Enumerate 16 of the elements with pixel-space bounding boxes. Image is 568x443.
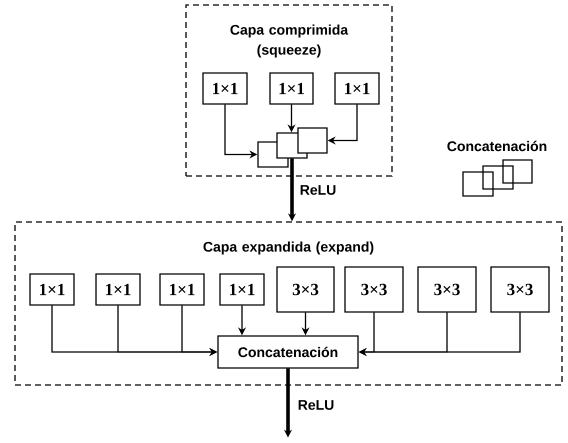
filter-box: 1×1	[269, 72, 314, 105]
filter-box: 1×1	[202, 72, 248, 105]
feature-map-box	[297, 127, 328, 154]
legend-label: Concatenación	[447, 140, 546, 152]
filter-box: 1×1	[95, 273, 141, 306]
filter-box: 3×3	[344, 266, 404, 313]
edge-label: ReLU	[298, 400, 334, 410]
filter-box: 1×1	[29, 273, 75, 306]
filter-box: 3×3	[276, 266, 335, 313]
filter-box: 3×3	[417, 266, 477, 313]
process-box: Concatenación	[217, 335, 359, 369]
filter-box: 1×1	[334, 72, 380, 105]
edge-label: ReLU	[300, 185, 336, 195]
filter-box: 1×1	[159, 273, 205, 306]
filter-box: 1×1	[219, 273, 265, 306]
filter-box: 3×3	[490, 266, 550, 313]
